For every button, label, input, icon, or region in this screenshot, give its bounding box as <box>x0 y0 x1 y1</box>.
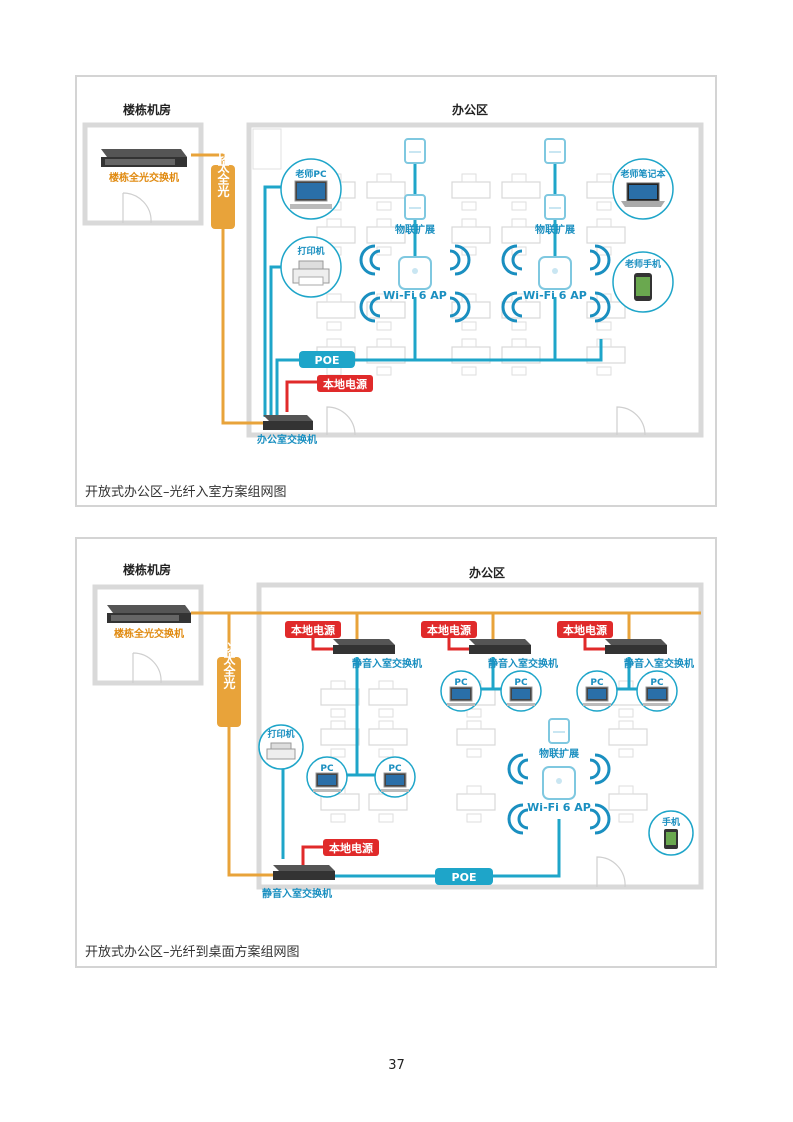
wifi-ap-right-icon <box>538 256 572 290</box>
diagram-fiber-to-room: 楼栋机房 办公区 楼栋全光交换机 以太全光 <box>82 102 704 446</box>
printer-label: 打印机 <box>267 728 294 740</box>
diagram-fiber-to-desktop: 楼栋机房 办公区 楼栋全光交换机 以太全光 本地电源 本地电源 本地电源 本地电… <box>92 562 704 900</box>
diagram-caption: 开放式办公区–光纤入室方案组网图 <box>85 485 287 500</box>
silent-switch-1-icon <box>333 639 395 654</box>
office-area-title: 办公区 <box>452 102 488 117</box>
pc-icon <box>374 756 416 798</box>
power-label-box <box>323 839 379 856</box>
power-label-3: 本地电源 <box>563 623 607 637</box>
poe-label-box <box>435 868 493 885</box>
phone-label: 手机 <box>662 816 680 828</box>
fiber-line <box>191 153 265 425</box>
ethernet-cables <box>263 159 603 417</box>
building-switch-label: 楼栋全光交换机 <box>109 171 179 184</box>
office-door-left <box>326 406 356 436</box>
office-switch-icon <box>263 415 313 430</box>
wifi-ap-left-icon <box>398 256 432 290</box>
wifi-ap-icon <box>542 766 576 800</box>
silent-switch-main-icon <box>273 865 335 880</box>
building-switch-icon <box>101 149 187 167</box>
iot-extender-left-icon <box>404 194 426 220</box>
poe-label: POE <box>452 871 477 884</box>
pc-label: PC <box>590 678 604 688</box>
pc-label: PC <box>388 764 402 774</box>
ap-label-right: Wi-Fi 6 AP <box>523 289 587 302</box>
pc-icon <box>576 670 618 712</box>
teacher-laptop-label: 老师笔记本 <box>619 168 666 180</box>
pc-label: PC <box>454 678 468 688</box>
extender-label-left: 物联扩展 <box>395 223 435 236</box>
power-label-box <box>557 621 613 638</box>
iot-extender-top-right-icon <box>544 138 566 164</box>
switch-label-main: 静音入室交换机 <box>262 887 332 900</box>
fiber-label: 以太全光 <box>222 641 236 690</box>
room-door <box>122 192 152 224</box>
fiber-label-box <box>217 657 241 727</box>
building-room-title: 楼栋机房 <box>123 562 171 577</box>
office-switch-label: 办公室交换机 <box>257 433 317 446</box>
office-door-right <box>616 406 646 436</box>
fiber-drops <box>355 613 631 639</box>
power-label-4: 本地电源 <box>329 841 373 855</box>
room-door <box>132 652 162 684</box>
pc-label: PC <box>650 678 664 688</box>
building-switch-icon <box>107 605 191 623</box>
power-label-2: 本地电源 <box>427 623 471 637</box>
printer-icon <box>266 742 296 760</box>
extender-label: 物联扩展 <box>539 747 579 760</box>
switch-label-1: 静音入室交换机 <box>352 657 422 670</box>
iot-extender-icon <box>548 718 570 744</box>
power-label-box <box>317 375 373 392</box>
poe-label: POE <box>315 354 340 367</box>
power-label-1: 本地电源 <box>291 623 335 637</box>
diagram-caption: 开放式办公区–光纤到桌面方案组网图 <box>85 945 300 960</box>
office-door <box>596 856 626 888</box>
power-line <box>285 380 317 412</box>
switch-label-3: 静音入室交换机 <box>624 657 694 670</box>
pc-icon <box>306 756 348 798</box>
pc-icon <box>500 670 542 712</box>
fiber-label: 以太全光 <box>216 149 230 198</box>
switch-label-2: 静音入室交换机 <box>488 657 558 670</box>
pc-icon <box>440 670 482 712</box>
building-room <box>92 584 204 686</box>
office-area-title: 办公区 <box>469 565 505 580</box>
mobile-phone-icon <box>664 829 678 849</box>
mobile-phone-icon <box>634 273 652 301</box>
pc-label: PC <box>514 678 528 688</box>
printer-label: 打印机 <box>297 245 324 257</box>
pc-label: PC <box>320 764 334 774</box>
power-label: 本地电源 <box>323 377 367 391</box>
page-number: 37 <box>388 1058 405 1073</box>
building-room-title: 楼栋机房 <box>123 102 171 117</box>
teacher-pc-label: 老师PC <box>294 168 327 180</box>
silent-switch-2-icon <box>469 639 531 654</box>
iot-extender-top-left-icon <box>404 138 426 164</box>
diagram-panel-fiber-to-desktop: 楼栋机房 办公区 楼栋全光交换机 以太全光 本地电源 本地电源 本地电源 本地电… <box>75 537 717 968</box>
building-switch-label: 楼栋全光交换机 <box>114 627 184 640</box>
printer-icon <box>292 260 330 286</box>
building-room <box>82 122 204 226</box>
extender-label-right: 物联扩展 <box>535 223 575 236</box>
power-label-box <box>285 621 341 638</box>
teacher-phone-label: 老师手机 <box>624 258 661 270</box>
silent-switch-3-icon <box>605 639 667 654</box>
pc-icon <box>636 670 678 712</box>
laptop-icon <box>621 182 665 207</box>
desktop-pc-icon <box>290 180 332 209</box>
diagram-panel-fiber-to-room: 楼栋机房 办公区 楼栋全光交换机 以太全光 <box>75 75 717 507</box>
fiber-label-box <box>211 165 235 229</box>
power-label-box <box>421 621 477 638</box>
poe-label-box <box>299 351 355 368</box>
iot-extender-right-icon <box>544 194 566 220</box>
ap-label-left: Wi-Fi 6 AP <box>383 289 447 302</box>
ap-label: Wi-Fi 6 AP <box>527 801 591 814</box>
